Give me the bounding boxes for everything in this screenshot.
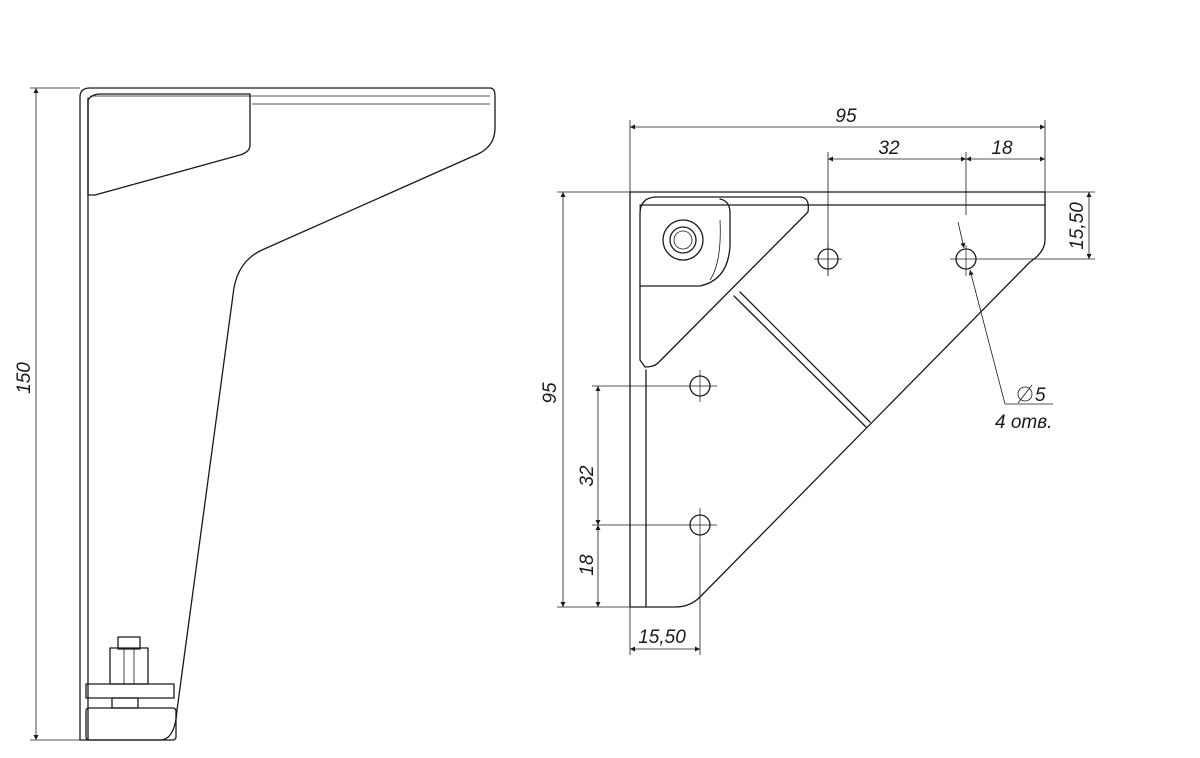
hole-callout-leader: [968, 269, 1006, 405]
height-dimension-label: 150: [14, 362, 35, 394]
side-view: 150: [14, 87, 496, 741]
diameter-icon: [1017, 384, 1033, 404]
hole-top-2: [950, 245, 1030, 276]
inner-bracket: [639, 196, 809, 368]
edge-offset-bottom-label: 18: [577, 554, 598, 576]
diagonal-seam: [733, 295, 867, 428]
mounting-holes: [683, 242, 1030, 545]
hole-left-2: [683, 508, 717, 545]
width-dimension-label: 95: [835, 106, 857, 127]
hole-left-1: [683, 370, 717, 402]
leveling-foot: [85, 636, 177, 741]
plan-view: 95 32 18 15,50 95 32 18 15,50: [540, 106, 1095, 655]
edge-offset-left-label: 15,50: [638, 627, 686, 648]
depth-dimension-label: 95: [540, 382, 561, 404]
edge-offset-right-label: 15,50: [1067, 202, 1088, 250]
plate-outline: [629, 191, 1046, 608]
leveler-nut-icon: [662, 219, 704, 261]
leveler-housing: [639, 198, 731, 287]
hole-diameter-label: 5: [1035, 385, 1046, 406]
hole-spacing-top-label: 32: [878, 138, 900, 159]
hole-callout-arrow: [957, 221, 966, 249]
leg-side-outline: [79, 87, 496, 741]
top-wedge: [87, 93, 251, 196]
hole-count-label: 4 отв.: [995, 412, 1052, 433]
edge-offset-top-label: 18: [991, 138, 1013, 159]
hole-spacing-left-label: 32: [577, 465, 598, 487]
